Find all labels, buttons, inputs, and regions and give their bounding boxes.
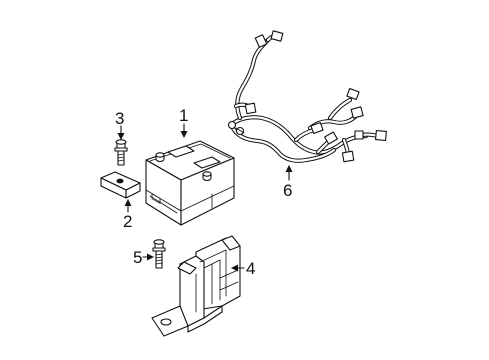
callout-5: 5 bbox=[133, 248, 154, 267]
callout-label: 2 bbox=[123, 212, 132, 231]
bolt-icon bbox=[152, 239, 166, 269]
battery-icon bbox=[145, 140, 235, 226]
callout-2: 2 bbox=[123, 199, 132, 231]
callout-label: 6 bbox=[283, 181, 292, 200]
callout-label: 5 bbox=[133, 248, 142, 267]
callout-label: 3 bbox=[115, 109, 124, 128]
callout-3: 3 bbox=[115, 109, 125, 140]
callout-4: 4 bbox=[231, 259, 255, 278]
battery-tray-icon bbox=[151, 235, 241, 337]
hold-down-clamp-icon bbox=[100, 171, 141, 199]
callout-1: 1 bbox=[179, 106, 188, 138]
bolt-icon bbox=[114, 139, 128, 166]
callout-6: 6 bbox=[283, 165, 293, 200]
wiring-harness-icon bbox=[227, 30, 387, 163]
callout-label: 4 bbox=[246, 259, 255, 278]
callout-label: 1 bbox=[179, 106, 188, 125]
